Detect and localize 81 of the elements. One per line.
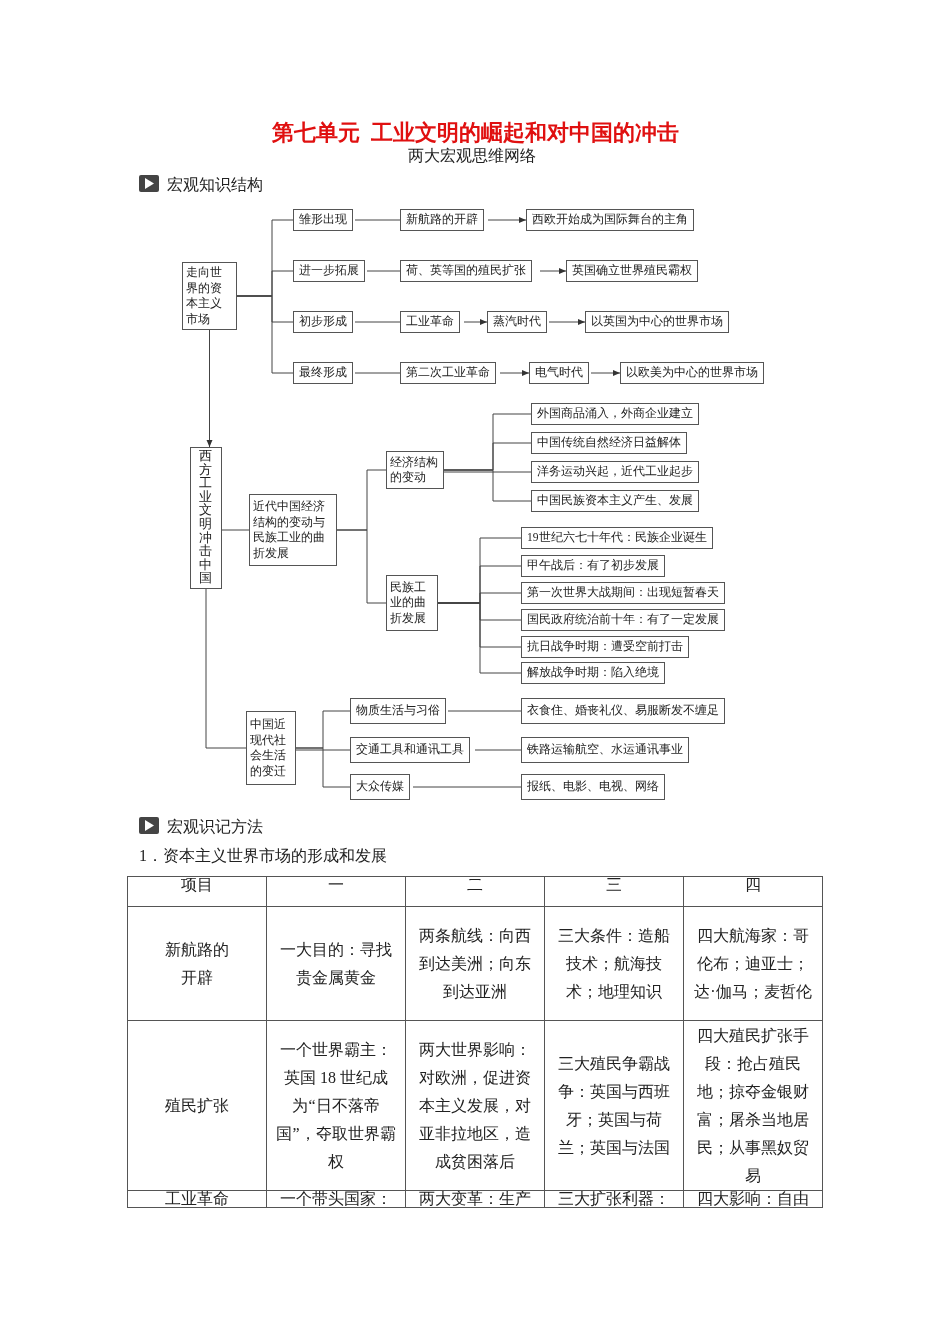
connector-line	[205, 588, 247, 749]
connector-line	[236, 295, 294, 374]
table-cell: 四大殖民扩张手段：抢占殖民地；掠夺金银财富；屠杀当地居民；从事黑奴贸易	[683, 1020, 823, 1191]
arrow	[487, 217, 527, 223]
table-cell: 一大目的：寻找贵金属黄金	[266, 906, 406, 1021]
topic-box: 外国商品涌入，外商企业建立	[531, 403, 699, 425]
connector-line	[354, 372, 401, 374]
arrow	[499, 370, 530, 376]
connector-line	[354, 219, 401, 221]
table-cell: 一个世界霸主：英国 18 世纪成为“日不落帝国”，夺取世界霸权	[266, 1020, 406, 1191]
topic-box: 报纸、电影、电视、网络	[521, 774, 665, 800]
topic-box: 交通工具和通讯工具	[350, 737, 470, 763]
topic-box: 新航路的开辟	[400, 209, 484, 231]
connector-line	[221, 529, 250, 531]
topic-box: 西方工业文明冲击中国	[190, 447, 222, 589]
topic-box: 第一次世界大战期间：出现短暂春天	[521, 582, 725, 604]
table-cell: 新航路的开辟	[127, 906, 267, 1021]
topic-box: 近代中国经济结构的变动与民族工业的曲折发展	[249, 494, 337, 566]
arrow	[463, 319, 488, 325]
connector-line	[354, 321, 401, 323]
topic-box: 解放战争时期：陷入绝境	[521, 662, 665, 684]
topic-box: 工业革命	[400, 311, 460, 333]
topic-box: 以英国为中心的世界市场	[585, 311, 729, 333]
subtitle: 两大宏观思维网络	[408, 146, 536, 166]
table-header-cell: 项目	[127, 876, 267, 907]
connector-line	[447, 710, 522, 712]
section-heading: 宏观知识结构	[167, 175, 263, 195]
topic-box: 以欧美为中心的世界市场	[620, 362, 764, 384]
topic-box: 中国传统自然经济日益解体	[531, 432, 687, 454]
topic-box: 第二次工业革命	[400, 362, 496, 384]
topic-box: 抗日战争时期：遭受空前打击	[521, 636, 689, 658]
topic-box: 英国确立世界殖民霸权	[566, 260, 698, 282]
topic-box: 电气时代	[529, 362, 589, 384]
arrow	[539, 268, 567, 274]
topic-box: 西欧开始成为国际舞台的主角	[526, 209, 694, 231]
table-cell: 三大条件：造船技术；航海技术；地理知识	[544, 906, 684, 1021]
connector-line	[437, 602, 522, 674]
table-header-cell: 一	[266, 876, 406, 907]
topic-box: 雏形出现	[293, 209, 353, 231]
topic-box: 荷、英等国的殖民扩张	[400, 260, 532, 282]
topic-box: 洋务运动兴起，近代工业起步	[531, 461, 699, 483]
topic-box: 最终形成	[293, 362, 353, 384]
arrow	[590, 370, 621, 376]
connector-line	[336, 529, 387, 604]
connector-line	[412, 786, 522, 788]
table-cell: 四大影响：自由	[683, 1190, 823, 1208]
topic-box: 铁路运输航空、水运通讯事业	[521, 737, 689, 763]
topic-box: 初步形成	[293, 311, 353, 333]
topic-box: 甲午战后：有了初步发展	[521, 555, 665, 577]
topic-box: 衣食住、婚丧礼仪、易服断发不缠足	[521, 698, 725, 724]
topic-box: 大众传媒	[350, 774, 410, 800]
topic-box: 国民政府统治前十年：有了一定发展	[521, 609, 725, 631]
topic-box: 19世纪六七十年代：民族企业诞生	[521, 527, 713, 549]
table-cell: 三大殖民争霸战争：英国与西班牙；英国与荷兰；英国与法国	[544, 1020, 684, 1191]
topic-box: 经济结构的变动	[386, 451, 444, 489]
connector-line	[443, 471, 532, 473]
topic-box: 中国近现代社会生活的变迁	[246, 711, 296, 785]
table-header-cell: 三	[544, 876, 684, 907]
connector-line	[474, 749, 522, 751]
topic-box: 进一步拓展	[293, 260, 365, 282]
table-cell: 两条航线：向西到达美洲；向东到达亚洲	[405, 906, 545, 1021]
table-header-cell: 四	[683, 876, 823, 907]
topic-box: 民族工业的曲折发展	[386, 575, 438, 631]
section-heading: 宏观识记方法	[167, 817, 263, 837]
connector-line	[366, 270, 401, 272]
connector-line	[295, 749, 351, 751]
table-cell: 工业革命	[127, 1190, 267, 1208]
title: 第七单元 工业文明的崛起和对中国的冲击	[270, 119, 680, 147]
arrow	[206, 329, 213, 448]
topic-box: 走向世界的资本主义市场	[182, 262, 237, 330]
connector-line	[443, 469, 532, 502]
connector-line	[295, 747, 351, 788]
topic-box: 蒸汽时代	[487, 311, 547, 333]
arrow	[548, 319, 586, 325]
topic-box: 物质生活与习俗	[350, 698, 446, 724]
table-cell: 四大航海家：哥伦布；迪亚士；达·伽马；麦哲伦	[683, 906, 823, 1021]
table-header-cell: 二	[405, 876, 545, 907]
topic-box: 中国民族资本主义产生、发展	[531, 490, 699, 512]
table-cell: 殖民扩张	[127, 1020, 267, 1191]
table-cell: 两大世界影响：对欧洲，促进资本主义发展，对亚非拉地区，造成贫困落后	[405, 1020, 545, 1191]
section-heading: 1．资本主义世界市场的形成和发展	[139, 846, 387, 866]
